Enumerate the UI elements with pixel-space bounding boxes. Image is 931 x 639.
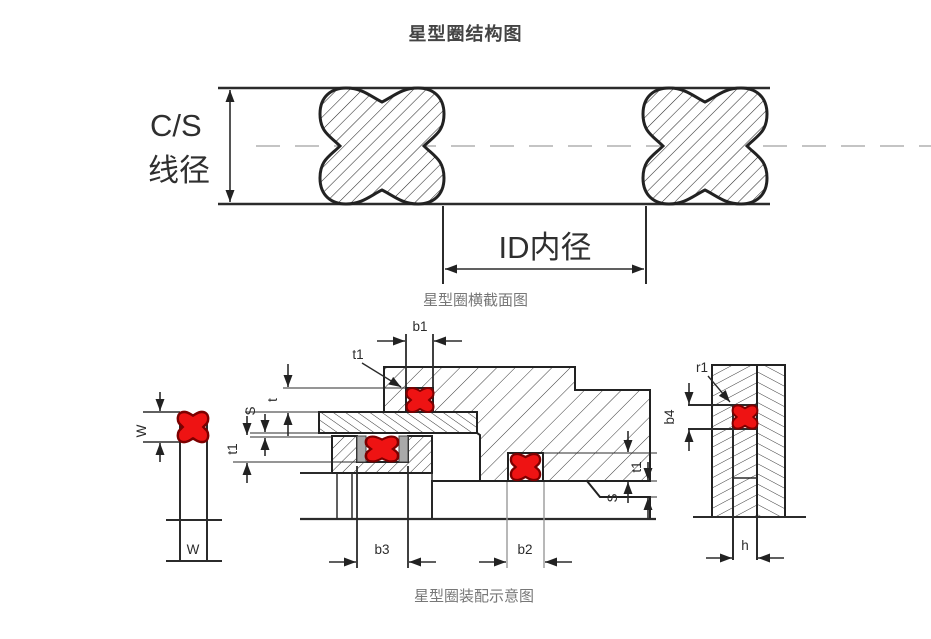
seal-ring-pillar [731,404,759,430]
seal-ring-face [509,452,542,482]
pillar-figure [684,364,806,563]
dim-b2 [479,482,572,568]
dim-b1 [377,334,462,387]
seal-ring-rod [364,435,400,463]
dim-t1-right [543,431,657,503]
dim-b3 [329,466,436,568]
free-ring-figure [143,392,222,562]
dim-label-r1: r1 [696,360,708,375]
id-label: ID内径 [499,230,592,265]
seal-ring-free [176,410,210,444]
page-title: 星型圈结构图 [408,24,523,44]
backup-ring-left [356,435,367,463]
dim-t1-gland-leader [361,362,402,388]
dim-label-t: t [265,398,280,402]
dim-label-t1-left: t1 [225,443,240,454]
dim-s-right [643,462,657,518]
x-ring-cross-section-left [318,86,446,206]
x-ring-cross-section-right [641,86,769,206]
dim-s-left [250,414,332,456]
dim-label-t1-gland: t1 [352,347,363,362]
dim-label-h: h [741,538,749,553]
dim-label-b2: b2 [517,542,532,557]
dim-label-b4: b4 [662,409,677,425]
seal-ring-gland [405,386,435,414]
dim-label-s-left: S [243,406,258,415]
id-dimension [442,206,647,284]
dim-t [245,364,406,436]
dim-t1-left [233,416,357,483]
cross-section-caption: 星型圈横截面图 [423,292,529,309]
dim-r1-leader [707,375,731,403]
dim-label-b1: b1 [412,319,427,334]
cross-section-figure [218,86,931,284]
dim-label-w-width: W [187,542,200,557]
assembly-figure [143,334,806,568]
pillar-right-column [756,364,786,518]
assembly-caption: 星型圈装配示意图 [414,588,535,605]
dim-label-b3: b3 [374,542,389,557]
flange-bar [318,411,478,434]
backup-ring-right [398,435,409,463]
cs-label-line1: C/S [150,108,202,143]
cs-label-line2: 线径 [148,153,210,188]
dim-label-t1-right: t1 [629,461,644,472]
dim-label-w-height: W [134,424,149,437]
dim-label-s-right: S [605,493,620,502]
